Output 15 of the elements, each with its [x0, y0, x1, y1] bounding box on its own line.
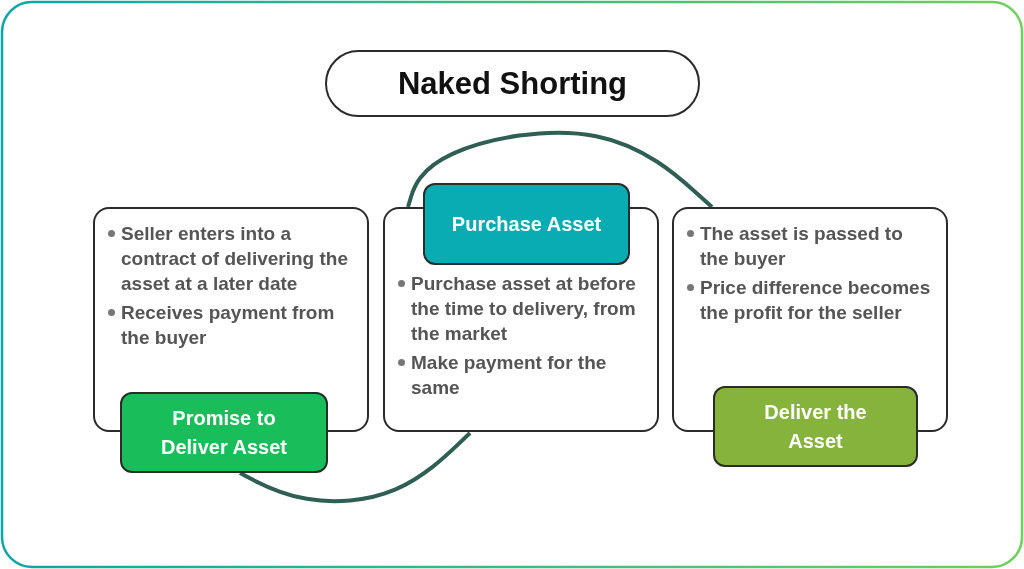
bullet-item: Receives payment from the buyer [107, 300, 357, 350]
connector-curve [239, 431, 472, 504]
step-title: Purchase Asset [451, 211, 602, 237]
bullet-item: The asset is passed to the buyer [686, 221, 936, 271]
connector-curve [406, 130, 714, 209]
bullet-item: Make payment for the same [397, 350, 647, 400]
step-title: Promise to Deliver Asset [160, 405, 288, 460]
bullet-item: Price difference becomes the profit for the seller [686, 275, 936, 325]
step-title: Deliver the Asset [763, 399, 868, 454]
step-tile [120, 392, 328, 473]
bullet-item: Seller enters into a contract of delivering the asset at a later date [107, 221, 357, 296]
bullet-item: Purchase asset at before the time to delivery, from the market [397, 271, 647, 346]
step-tile [713, 386, 918, 467]
step-tile [423, 183, 630, 265]
title-pill: Naked Shorting [325, 50, 700, 117]
